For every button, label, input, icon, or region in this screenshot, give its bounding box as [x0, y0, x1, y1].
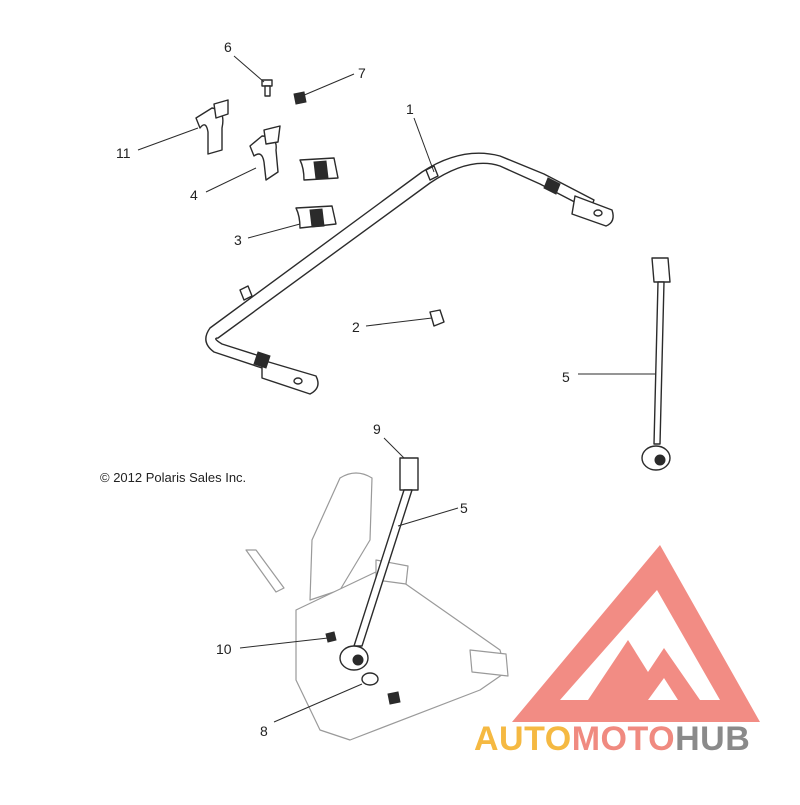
link-lower-rod: [353, 489, 413, 647]
sway-bar-collar-left: [239, 285, 253, 301]
sway-bar-tube: [205, 152, 595, 369]
sway-bar: [205, 152, 614, 395]
callout-6: 6: [224, 39, 232, 55]
sway-bar-left-end: [261, 359, 319, 395]
callout-3: 3: [234, 232, 242, 248]
clamp-11-flange: [213, 99, 229, 119]
leader-10: [239, 637, 329, 649]
bracket-4-flange: [263, 125, 281, 145]
callout-labels: 1 2 3 4 5 5 6 7 8 9 10 11: [116, 39, 570, 739]
watermark-text: AUTOMOTOHUB: [474, 720, 750, 758]
long-bolt: [245, 549, 285, 593]
leader-lines: [137, 55, 656, 723]
nut-part-10: [325, 631, 337, 643]
copyright-text: © 2012 Polaris Sales Inc.: [100, 470, 246, 485]
leader-9: [383, 437, 405, 459]
sway-bar-right-end: [571, 195, 614, 227]
bushing-parts-3: [295, 157, 339, 229]
sway-bar-right-hole: [593, 209, 603, 217]
callout-7: 7: [358, 65, 366, 81]
callout-2: 2: [352, 319, 360, 335]
washer-part-8: [361, 672, 379, 686]
callout-11: 11: [116, 145, 131, 161]
leader-6: [233, 55, 265, 83]
nut-near-washer: [387, 691, 401, 705]
nut-7-body: [293, 91, 307, 105]
link-lower-eye-hole: [352, 654, 364, 666]
bushing-3-upper-rib: [313, 160, 329, 180]
sway-bar-left-hole: [293, 377, 303, 385]
bushing-3-lower-rib: [309, 208, 325, 228]
leader-5-lower: [397, 507, 459, 527]
callout-5-upper: 5: [562, 369, 570, 385]
watermark-auto: AUTO: [474, 720, 572, 758]
leader-11: [137, 127, 199, 151]
callout-1: 1: [406, 101, 414, 117]
a-arm-tube-right: [469, 649, 509, 677]
callout-4: 4: [190, 187, 198, 203]
bolt-part-6: [261, 79, 273, 97]
suspension-assembly: [245, 472, 509, 741]
link-5-top-bushing: [651, 257, 671, 283]
link-5-bottom-eye-hole: [654, 454, 666, 466]
callout-8: 8: [260, 723, 268, 739]
watermark-logo: [512, 545, 760, 722]
leader-4: [205, 167, 257, 193]
sway-bar-left-sleeve: [253, 351, 271, 369]
watermark-moto: MOTO: [572, 720, 675, 758]
logo-outer-triangle: [512, 545, 760, 722]
sway-bar-right-sleeve: [543, 177, 561, 195]
link-5-rod: [653, 281, 665, 445]
nut-part-2: [429, 309, 445, 327]
sway-bar-collar-right: [425, 165, 439, 181]
link-9-bushing: [399, 457, 419, 491]
bolt-6-head: [261, 79, 273, 87]
leader-8: [273, 683, 363, 723]
link-part-5-upper: [641, 257, 671, 471]
callout-5-lower: 5: [460, 500, 468, 516]
callout-9: 9: [373, 421, 381, 437]
link-part-5-lower: [325, 457, 419, 705]
bolt-6-shank: [264, 85, 271, 97]
leader-3: [247, 223, 301, 239]
nut-part-7: [293, 91, 307, 105]
shock-absorber: [309, 472, 373, 601]
bracket-part-4: [249, 125, 281, 181]
callout-10: 10: [216, 641, 232, 657]
leader-1: [413, 117, 435, 173]
watermark-hub: HUB: [675, 720, 750, 758]
logo-inner-m: [588, 640, 700, 700]
nut-2-body: [429, 309, 445, 327]
clamp-part-11: [195, 99, 229, 155]
leader-7: [301, 73, 355, 97]
leader-2: [365, 317, 433, 327]
